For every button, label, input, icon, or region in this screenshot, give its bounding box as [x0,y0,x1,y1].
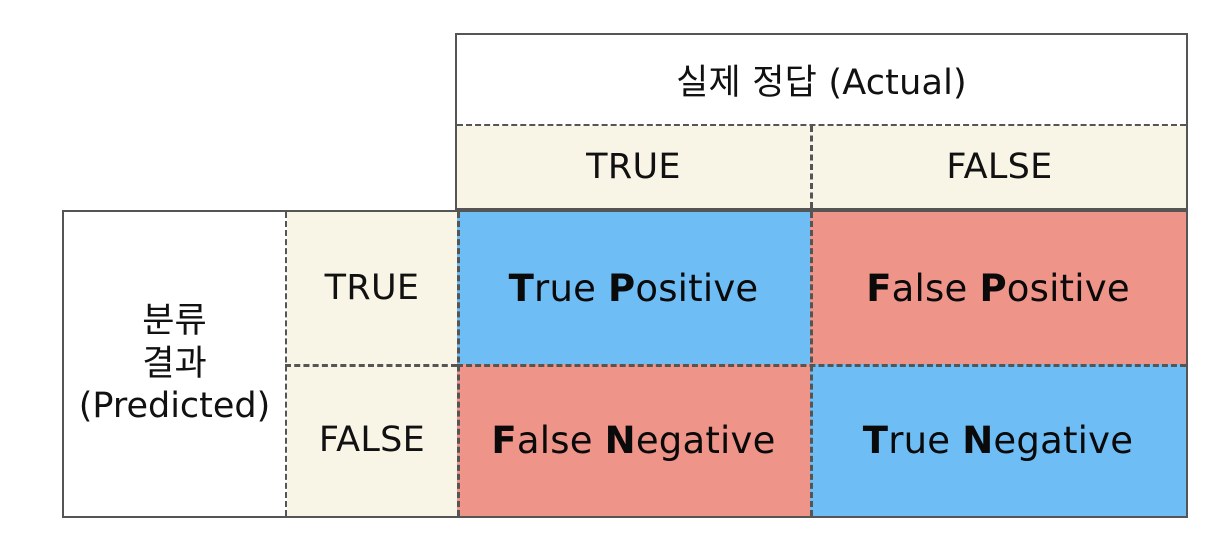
cell-false-negative-rest-2: egative [635,418,776,462]
cell-false-positive-label: False Positive [866,267,1130,310]
predicted-axis-title-cell: 분류 결과 (Predicted) [64,212,285,516]
predicted-row-header-true: TRUE [287,212,457,364]
cell-true-positive: True Positive [457,212,810,364]
actual-column-header-true: TRUE [457,126,810,208]
matrix-data-grid: True Positive False Positive False Negat… [457,212,1186,516]
cell-false-negative-lead-2: N [604,418,636,462]
predicted-row-header-false-label: FALSE [318,420,426,460]
predicted-row-header-column: TRUE FALSE [287,212,457,516]
cell-false-positive-lead-1: F [866,266,892,310]
cell-true-negative-label: True Negative [863,419,1133,462]
cell-true-positive-lead-1: T [508,266,535,310]
cell-true-positive-label: True Positive [509,267,759,310]
cell-true-negative-lead-2: N [962,418,994,462]
cell-true-negative-rest-1: rue [888,418,963,462]
actual-axis-title: 실제 정답 (Actual) [676,63,967,103]
cell-false-negative-lead-1: F [491,418,517,462]
predicted-axis-title: 분류 결과 (Predicted) [78,300,271,427]
cell-false-positive-rest-2: ositive [1006,266,1130,310]
predicted-row-header-false: FALSE [287,364,457,516]
cell-true-positive-lead-2: P [608,266,636,310]
predicted-row-header-true-label: TRUE [324,268,420,308]
cell-true-negative: True Negative [810,364,1186,516]
actual-axis-title-cell: 실제 정답 (Actual) [457,35,1186,124]
actual-column-header-row: TRUE FALSE [457,126,1186,208]
cell-true-negative-rest-2: egative [993,418,1134,462]
actual-axis-header-block: 실제 정답 (Actual) TRUE FALSE [455,33,1188,210]
actual-column-header-false: FALSE [810,126,1186,208]
actual-column-header-false-label: FALSE [946,147,1053,187]
cell-false-negative-rest-1: alse [516,418,605,462]
matrix-block: 분류 결과 (Predicted) TRUE FALSE True Positi… [62,210,1188,518]
cell-true-negative-lead-1: T [862,418,889,462]
cell-false-negative: False Negative [457,364,810,516]
cell-false-positive-lead-2: P [979,266,1007,310]
cell-false-negative-label: False Negative [491,419,775,462]
cell-true-positive-rest-2: ositive [635,266,759,310]
cell-false-positive-rest-1: alse [891,266,980,310]
actual-title-divider [457,124,1186,127]
cell-false-positive: False Positive [810,212,1186,364]
actual-column-header-true-label: TRUE [586,147,681,187]
cell-true-positive-rest-1: rue [534,266,609,310]
